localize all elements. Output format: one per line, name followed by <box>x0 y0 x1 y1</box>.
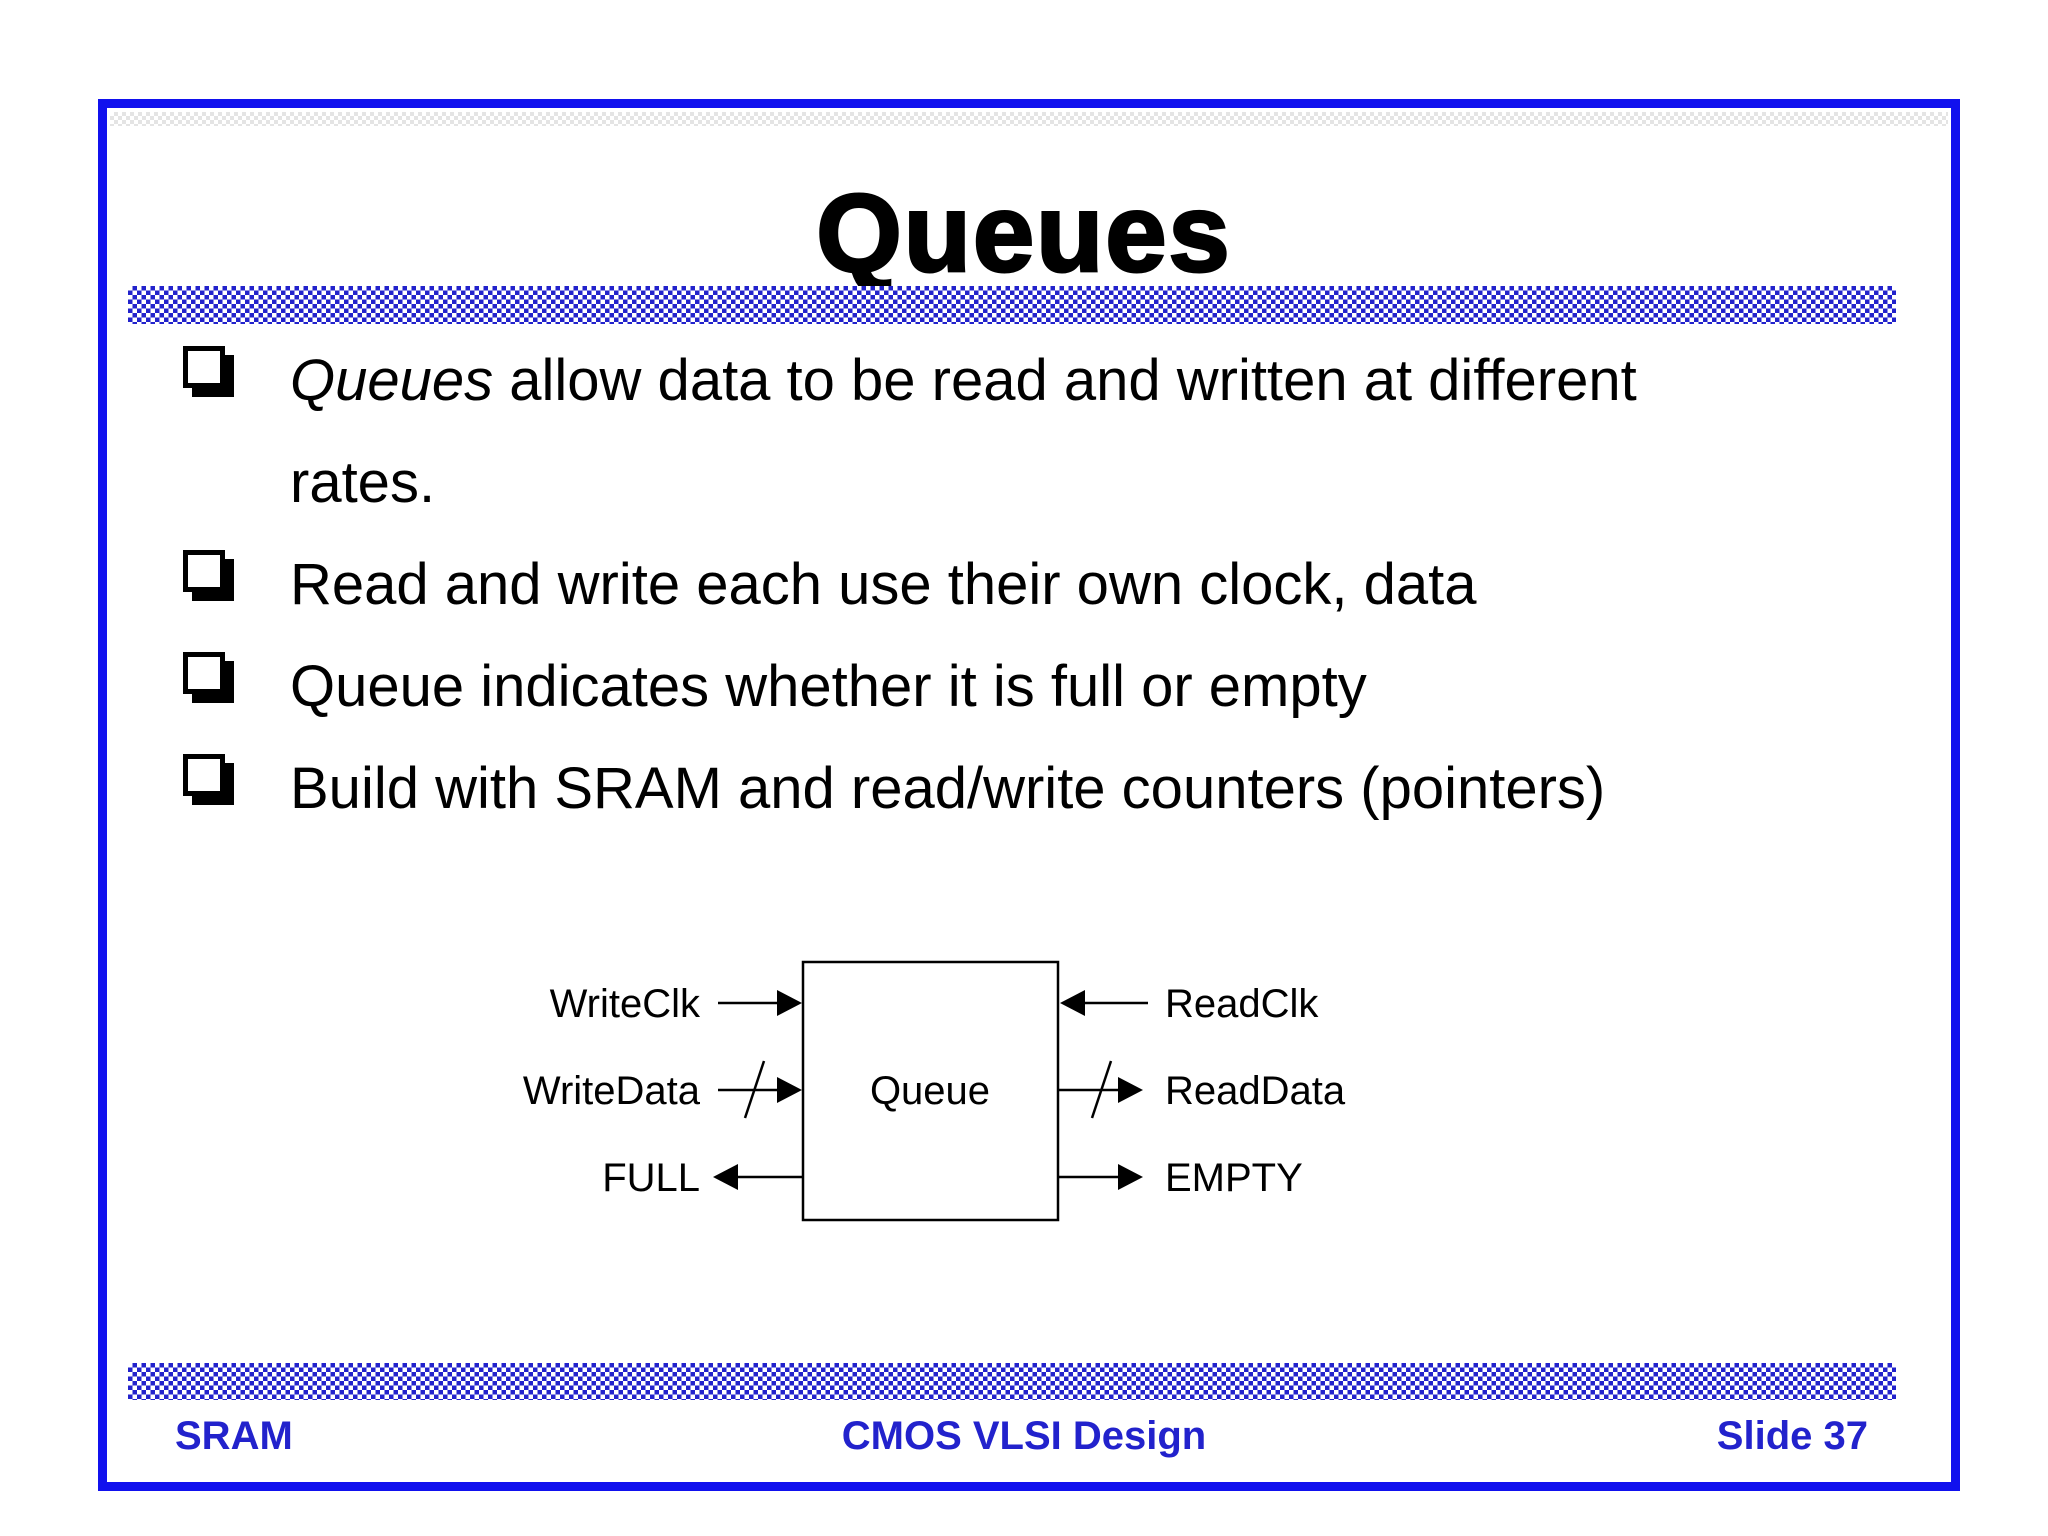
bullet-list: Queues allow data to be read and written… <box>150 330 1750 840</box>
bus-slash-icon <box>743 1060 766 1119</box>
list-item: Read and write each use their own clock,… <box>150 534 1720 636</box>
signal-label-readdata: ReadData <box>1165 1069 1346 1113</box>
footer-course-title: CMOS VLSI Design <box>841 1414 1207 1458</box>
title-divider-bar <box>128 286 1896 324</box>
bullet-text: Queue indicates whether it is full or em… <box>290 654 1367 719</box>
queue-block-diagram: Queue WriteClk WriteData FULL ReadClk Re… <box>523 960 1346 1222</box>
page-title: Queues <box>815 170 1232 296</box>
signal-label-full: FULL <box>602 1156 700 1200</box>
arrow-readdata-out <box>1058 1060 1143 1119</box>
list-item: Queues allow data to be read and written… <box>150 330 1720 534</box>
slide-border-frame <box>98 99 1960 1491</box>
arrow-writeclk-in <box>718 990 802 1016</box>
arrow-full-out <box>713 1164 803 1190</box>
bullet-text: Build with SRAM and read/write counters … <box>290 756 1606 821</box>
bullet-text: Read and write each use their own clock,… <box>290 552 1477 617</box>
signal-label-readclk: ReadClk <box>1165 982 1319 1026</box>
list-item: Queue indicates whether it is full or em… <box>150 636 1720 738</box>
signal-label-writeclk: WriteClk <box>550 982 701 1026</box>
arrow-readclk-in <box>1060 990 1148 1016</box>
square-bullet-icon <box>183 346 225 388</box>
footer-divider-bar <box>128 1363 1896 1400</box>
signal-label-empty: EMPTY <box>1165 1156 1303 1200</box>
square-bullet-icon <box>183 550 225 592</box>
queue-box-label: Queue <box>870 1069 990 1113</box>
list-item: Build with SRAM and read/write counters … <box>150 738 1720 840</box>
square-bullet-icon <box>183 754 225 796</box>
bus-slash-icon <box>1090 1060 1113 1119</box>
arrow-empty-out <box>1058 1164 1143 1190</box>
bullet-text-italic: Queues <box>290 348 494 413</box>
footer-section-label: SRAM <box>175 1414 293 1458</box>
top-checker-strip <box>110 112 1948 126</box>
footer-slide-number: Slide 37 <box>1716 1414 1868 1458</box>
signal-label-writedata: WriteData <box>523 1069 701 1113</box>
bullet-text: allow data to be read and written at dif… <box>290 348 1637 515</box>
arrow-writedata-in <box>718 1060 802 1119</box>
square-bullet-icon <box>183 652 225 694</box>
